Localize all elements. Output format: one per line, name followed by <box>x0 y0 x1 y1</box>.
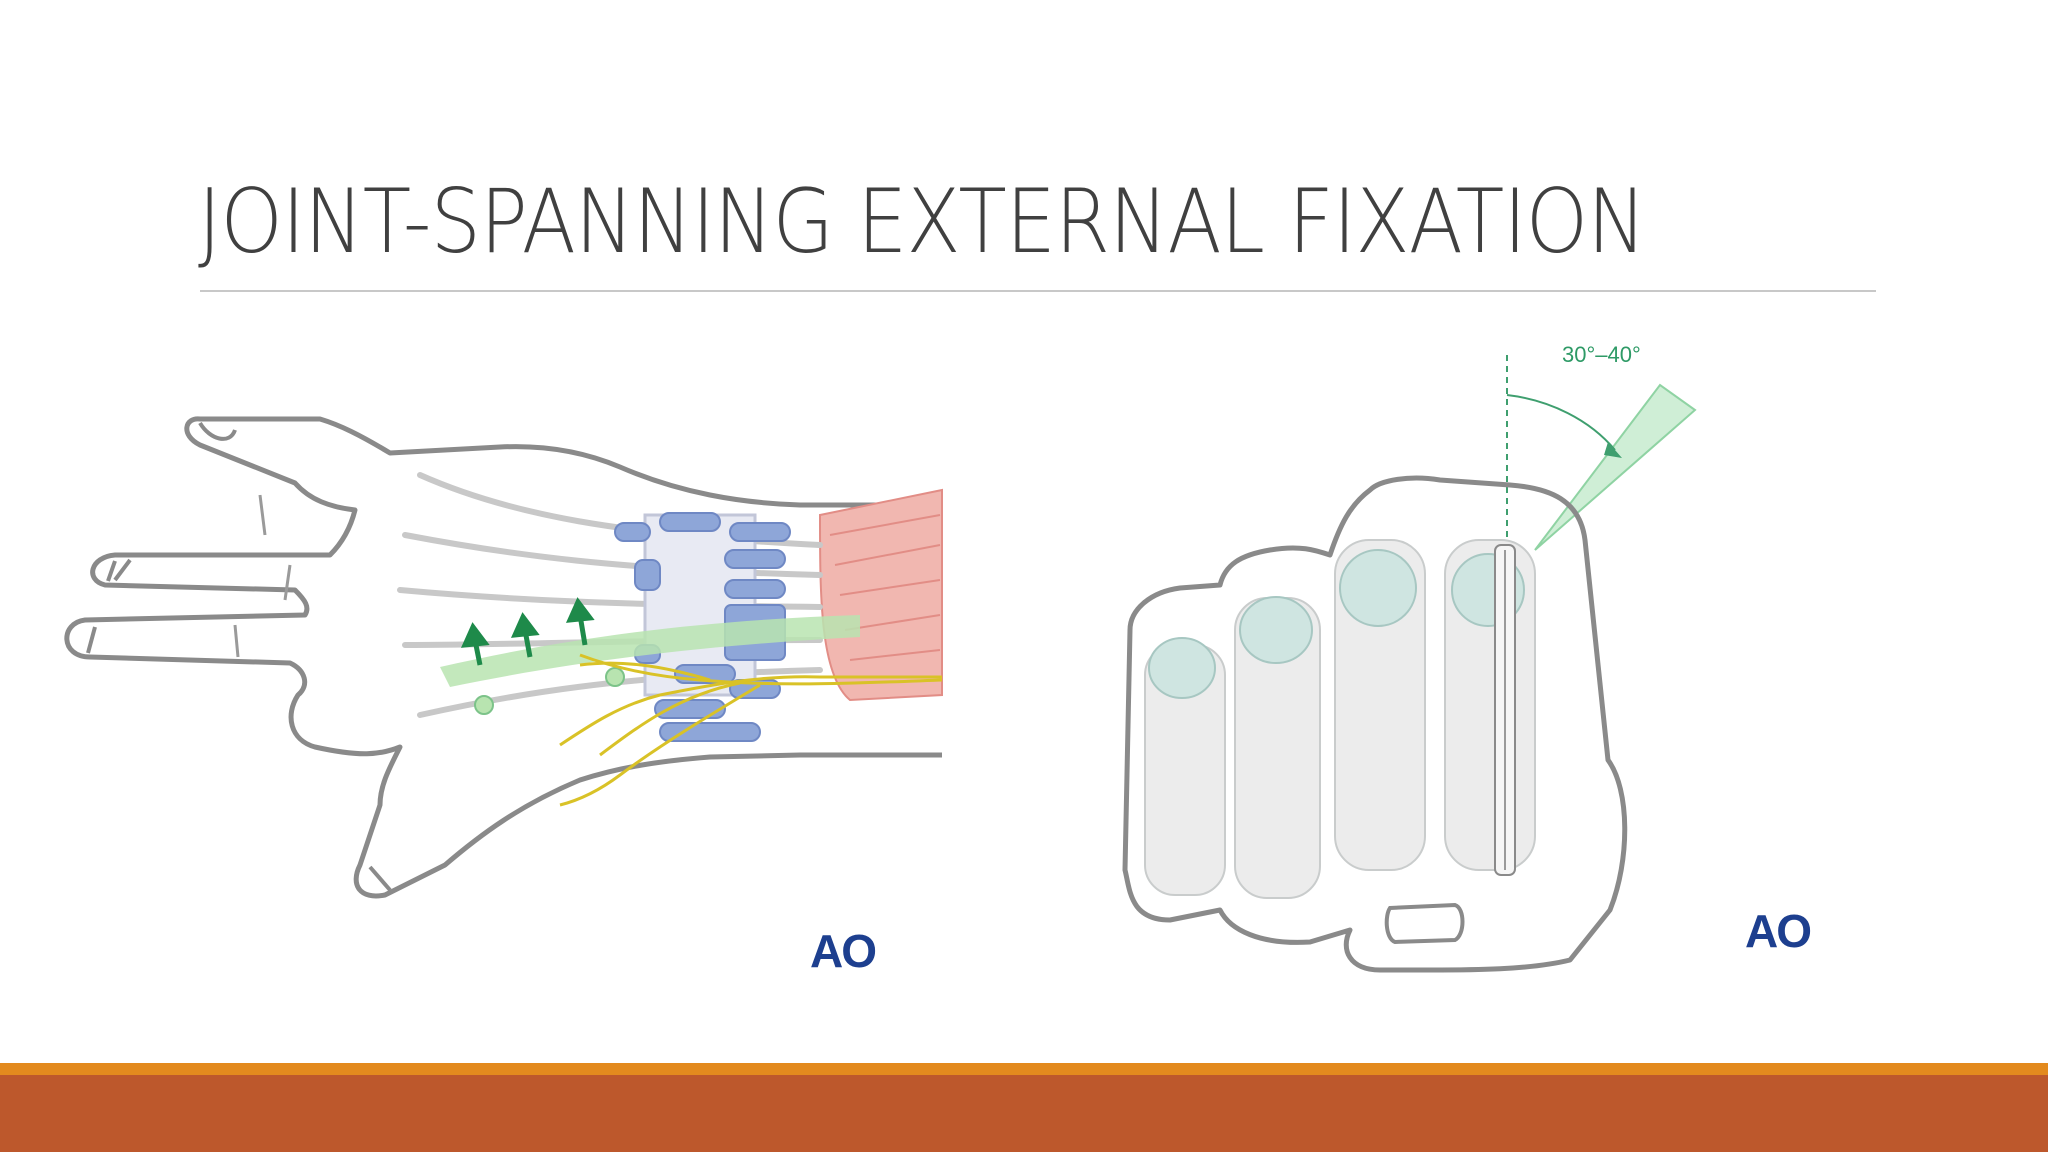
forearm-muscle <box>818 488 943 702</box>
angle-label: 30°–40° <box>1562 342 1641 367</box>
ao-logo: AO <box>810 925 877 977</box>
hand-outline <box>64 416 942 899</box>
footer-accent-stripe <box>0 1063 2048 1075</box>
footer-bar <box>0 1075 2048 1152</box>
incision-band <box>440 615 860 687</box>
fist-outline <box>1122 475 1628 973</box>
hand-illustration <box>64 416 943 899</box>
fist-illustration <box>1122 355 1697 973</box>
slide-title: JOINT-SPANNING EXTERNAL FIXATION <box>198 170 1646 273</box>
title-divider <box>200 290 1876 292</box>
ao-logo: AO <box>1745 905 1812 957</box>
angle-arc <box>1506 394 1616 451</box>
